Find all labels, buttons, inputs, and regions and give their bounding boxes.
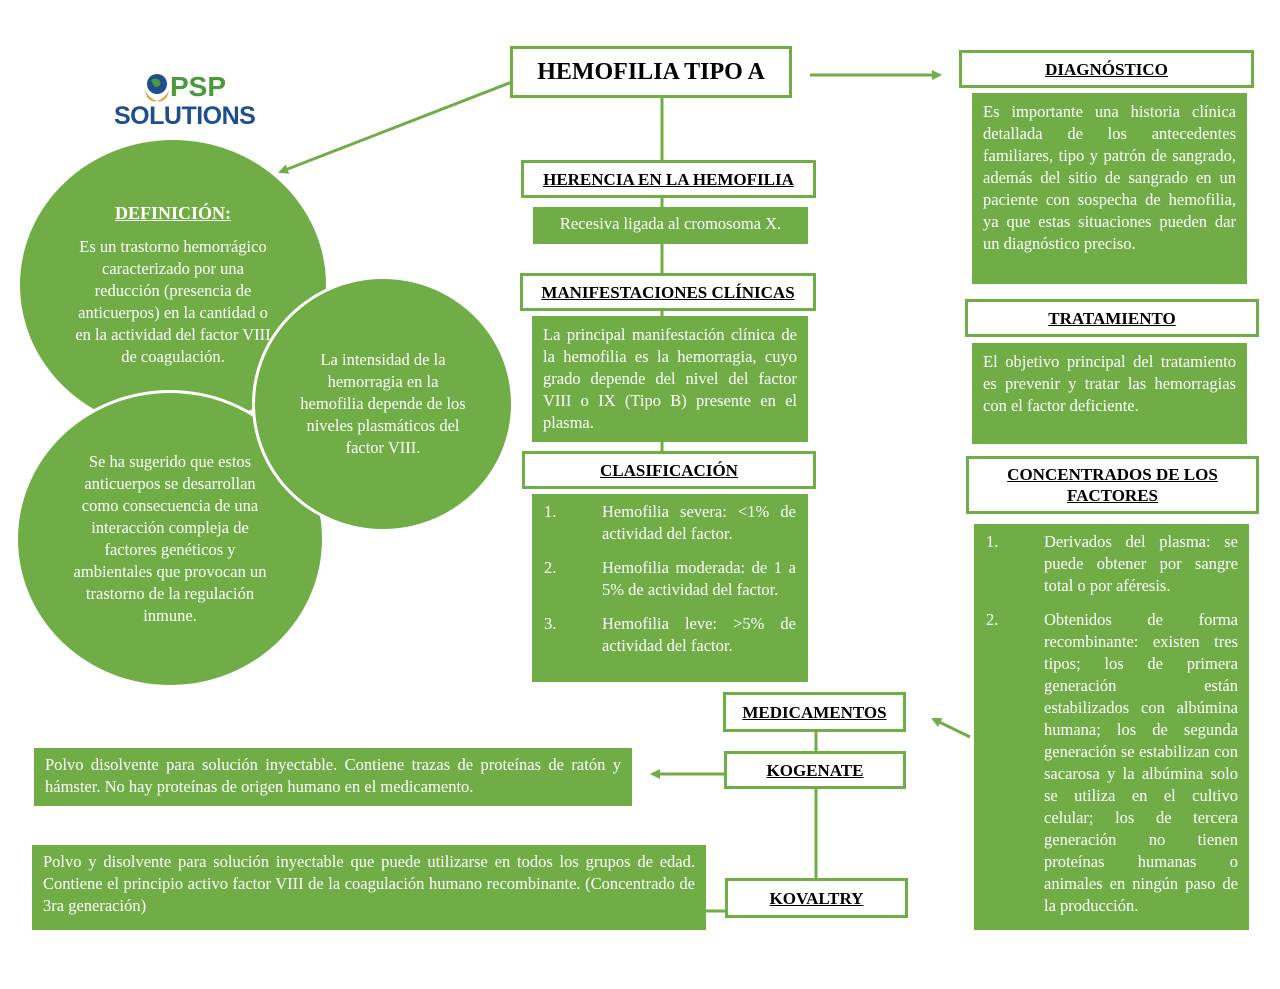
clasificacion-heading: CLASIFICACIÓN — [600, 460, 738, 480]
manifestaciones-text: La principal manifestación clínica de la… — [543, 325, 797, 432]
diagnostico-header: DIAGNÓSTICO — [959, 50, 1254, 88]
concentrados-heading: CONCENTRADOS DE LOS FACTORES — [1007, 465, 1218, 505]
kogenate-heading: KOGENATE — [766, 760, 864, 780]
clasificacion-list: 1.Hemofilia severa: <1% de actividad del… — [544, 501, 796, 657]
list-item: 2.Hemofilia moderada: de 1 a 5% de activ… — [544, 558, 796, 599]
concentrados-header: CONCENTRADOS DE LOS FACTORES — [966, 456, 1259, 514]
manifestaciones-header: MANIFESTACIONES CLÍNICAS — [520, 273, 816, 311]
manifestaciones-heading: MANIFESTACIONES CLÍNICAS — [541, 282, 795, 302]
logo-text-bottom: SOLUTIONS — [114, 102, 256, 130]
tratamiento-text: El objetivo principal del tratamiento es… — [983, 352, 1236, 415]
anticuerpos-text: Se ha sugerido que estos anticuerpos se … — [73, 452, 267, 625]
definicion-heading: DEFINICIÓN: — [114, 203, 231, 223]
intensidad-circle: La intensidad de la hemorragia en la hem… — [252, 276, 514, 532]
herencia-header: HERENCIA EN LA HEMOFILIA — [521, 160, 816, 198]
list-item: 2.Obtenidos de forma recombinante: exist… — [986, 610, 1238, 915]
list-item: 3.Hemofilia leve: >5% de actividad del f… — [544, 614, 796, 655]
definicion-text: Es un trastorno hemorrágico caracterizad… — [75, 237, 271, 366]
tratamiento-box: El objetivo principal del tratamiento es… — [972, 343, 1247, 444]
tratamiento-header: TRATAMIENTO — [965, 299, 1259, 337]
kovaltry-header: KOVALTRY — [725, 878, 908, 918]
list-item: 1.Hemofilia severa: <1% de actividad del… — [544, 502, 796, 543]
psp-solutions-logo: PSP SOLUTIONS — [112, 70, 260, 136]
title-to-definicion-arrow — [278, 80, 513, 174]
concentrados-box: 1.Derivados del plasma: se puede obtener… — [974, 524, 1249, 930]
kovaltry-text: Polvo y disolvente para solución inyecta… — [43, 852, 695, 915]
tratamiento-heading: TRATAMIENTO — [1048, 308, 1176, 328]
herencia-box: Recesiva ligada al cromosoma X. — [533, 207, 808, 244]
diagnostico-box: Es importante una historia clínica detal… — [972, 93, 1247, 284]
kogenate-box: Polvo disolvente para solución inyectabl… — [34, 748, 632, 806]
kogenate-text: Polvo disolvente para solución inyectabl… — [45, 755, 621, 796]
diagnostico-heading: DIAGNÓSTICO — [1045, 59, 1168, 79]
herencia-text: Recesiva ligada al cromosoma X. — [559, 214, 782, 233]
clasificacion-header: CLASIFICACIÓN — [522, 451, 816, 489]
list-item: 1.Derivados del plasma: se puede obtener… — [986, 532, 1238, 595]
concentrados-list: 1.Derivados del plasma: se puede obtener… — [986, 531, 1238, 917]
kovaltry-heading: KOVALTRY — [769, 888, 864, 908]
intensidad-text: La intensidad de la hemorragia en la hem… — [300, 350, 466, 457]
kogenate-header: KOGENATE — [724, 751, 906, 789]
main-title-text: HEMOFILIA TIPO A — [537, 58, 765, 85]
main-title: HEMOFILIA TIPO A — [510, 46, 792, 98]
medicamentos-heading: MEDICAMENTOS — [742, 702, 887, 722]
herencia-heading: HERENCIA EN LA HEMOFILIA — [543, 169, 794, 189]
medicamentos-header: MEDICAMENTOS — [723, 692, 906, 732]
globe-hands-icon — [144, 74, 170, 102]
logo-text-top: PSP — [170, 71, 227, 102]
diagnostico-text: Es importante una historia clínica detal… — [983, 102, 1236, 253]
clasificacion-box: 1.Hemofilia severa: <1% de actividad del… — [532, 494, 808, 682]
manifestaciones-box: La principal manifestación clínica de la… — [532, 316, 808, 442]
concentrados-to-medicamentos-arrow — [931, 717, 971, 739]
kovaltry-box: Polvo y disolvente para solución inyecta… — [32, 845, 706, 930]
